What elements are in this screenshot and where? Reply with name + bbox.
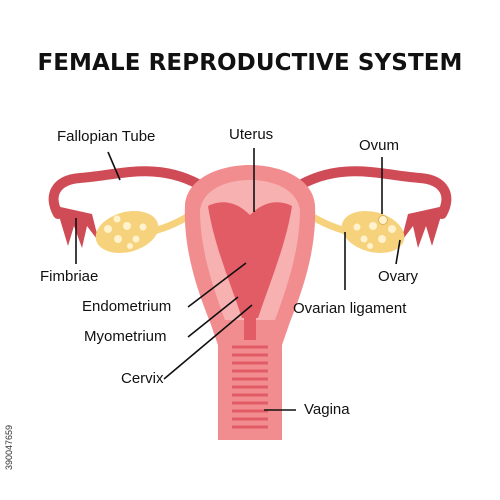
leader-myometrium (187, 296, 239, 338)
label-ovum: Ovum (359, 137, 400, 154)
label-fallopian-tube: Fallopian Tube (57, 128, 156, 145)
leader-cervix (163, 304, 253, 380)
label-cervix: Cervix (121, 370, 164, 387)
endometrium-cavity (208, 202, 292, 318)
right-fallopian-tube (290, 166, 452, 219)
label-fimbriae: Fimbriae (40, 268, 99, 285)
label-ovarian-ligament: Ovarian ligament (293, 300, 407, 317)
left-fimbriae (56, 206, 99, 248)
leader-lines (75, 148, 401, 411)
label-vagina: Vagina (304, 401, 350, 418)
right-fimbriae (401, 206, 444, 248)
label-myometrium: Myometrium (84, 328, 167, 345)
leader-endometrium (187, 262, 247, 308)
right-ovary (341, 210, 405, 254)
diagram-title: FEMALE REPRODUCTIVE SYSTEM (37, 50, 463, 76)
ovum (378, 215, 388, 225)
left-ovary (95, 210, 159, 254)
label-endometrium: Endometrium (82, 298, 172, 315)
leader-fallopian-tube (107, 151, 121, 181)
left-fallopian-tube (48, 166, 210, 219)
vagina-rugae (232, 345, 268, 429)
stock-image-id: 390047659 (4, 424, 14, 470)
left-ovary-follicles (104, 215, 147, 249)
right-ovary-follicles (353, 215, 396, 249)
leader-ovary (395, 239, 401, 265)
label-ovary: Ovary (378, 268, 419, 285)
label-uterus: Uterus (229, 126, 274, 143)
